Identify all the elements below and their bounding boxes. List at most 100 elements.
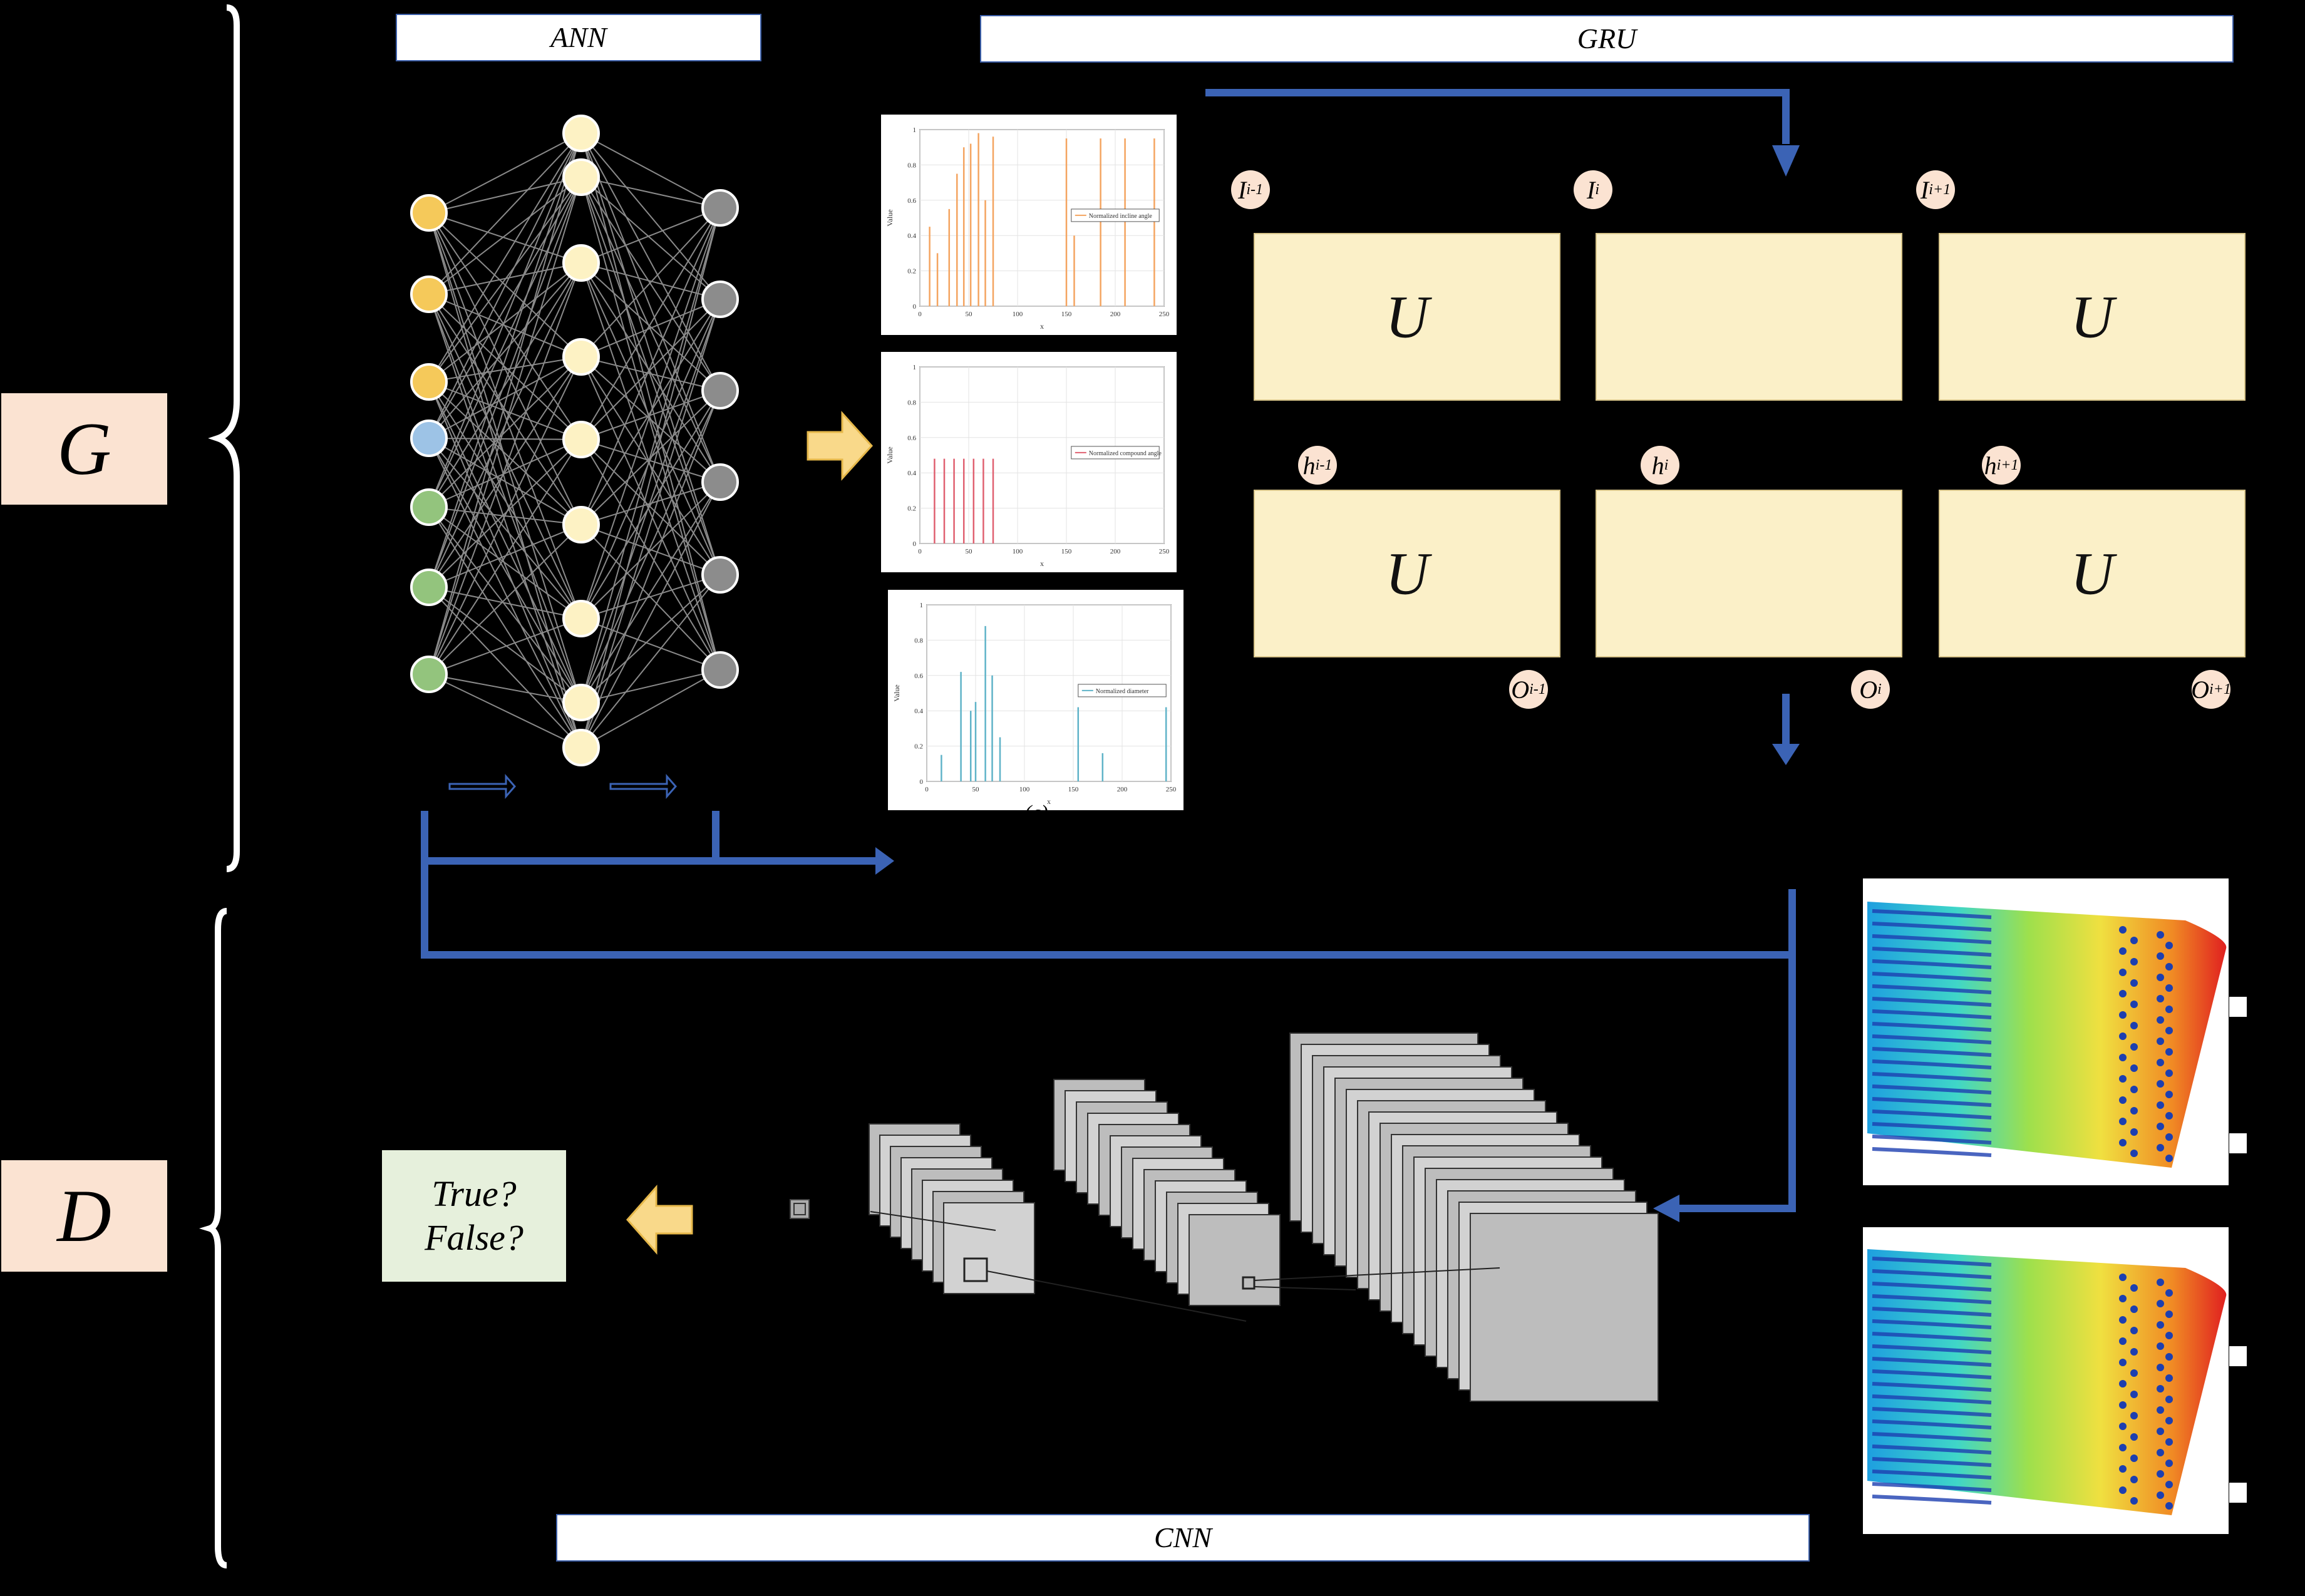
- unit-symbol: U: [1385, 540, 1429, 607]
- cooling-streak: [1872, 1009, 1992, 1019]
- ann-edge: [428, 177, 582, 508]
- cooling-streak: [1872, 1382, 1992, 1392]
- cooling-streak: [1872, 1294, 1992, 1304]
- cooling-hole: [2119, 1075, 2127, 1083]
- cooling-streak: [1872, 1282, 1992, 1292]
- ann-edge: [428, 381, 582, 703]
- ann-output-node: [701, 372, 739, 409]
- cooling-hole: [2130, 1476, 2138, 1483]
- unit-symbol: U: [2070, 540, 2114, 607]
- y-axis-label: Value: [885, 446, 894, 463]
- ann-hidden-node: [562, 600, 600, 637]
- cooling-hole: [2119, 990, 2127, 997]
- blade-contour-top: [1863, 878, 2247, 1185]
- ann-edge: [428, 618, 582, 675]
- generator-brace: [208, 4, 240, 872]
- label-sub: i+1: [2209, 681, 2231, 698]
- x-tick-label: 250: [1159, 311, 1170, 318]
- discriminator-box: D: [1, 1160, 167, 1272]
- cooling-hole: [2119, 1054, 2127, 1061]
- cooling-streak: [1872, 1407, 1992, 1417]
- ann-edge: [580, 262, 721, 300]
- cooling-hole: [2157, 1428, 2164, 1435]
- ann-edge: [580, 262, 721, 391]
- y-tick-label: 0.4: [914, 708, 923, 715]
- ann-output-node: [701, 556, 739, 594]
- x-tick-label: 100: [1013, 311, 1023, 318]
- kernel-window: [1242, 1276, 1256, 1290]
- cooling-hole: [2165, 1310, 2173, 1318]
- ann-input-node: [410, 363, 448, 401]
- ann-edge: [580, 439, 721, 575]
- y-tick-label: 0.8: [907, 399, 916, 406]
- cooling-streak: [1872, 1394, 1992, 1404]
- cooling-streak: [1872, 1059, 1992, 1069]
- ann-edge: [428, 294, 582, 748]
- y-tick-label: 0.8: [907, 162, 916, 169]
- cooling-hole: [2130, 1348, 2138, 1356]
- x-tick-label: 50: [966, 548, 973, 555]
- x-tick-label: 150: [1061, 311, 1072, 318]
- ann-connections: [428, 133, 721, 748]
- ann-edge: [428, 294, 582, 440]
- cooling-hole: [2130, 1454, 2138, 1462]
- ann-edge: [428, 356, 582, 588]
- x-tick-label: 250: [1159, 548, 1170, 555]
- ann-edge: [580, 207, 721, 619]
- cooling-hole: [2157, 952, 2164, 960]
- feature-map: [1470, 1213, 1659, 1402]
- ann-edge: [428, 133, 582, 383]
- ann-edge: [428, 177, 582, 588]
- ann-edge: [580, 207, 721, 264]
- cooling-hole: [2119, 1011, 2127, 1019]
- label-sub: i+1: [1996, 456, 2019, 473]
- cooling-streak: [1872, 1147, 1992, 1157]
- ann-edge: [580, 133, 721, 483]
- ann-edge: [580, 177, 721, 209]
- gru-title-box: GRU: [980, 15, 2234, 63]
- arrow-to-cnn: [1653, 1195, 1679, 1222]
- ann-edge: [428, 262, 582, 439]
- cooling-streak: [1872, 1072, 1992, 1082]
- cnn-feature-maps: [790, 1032, 1659, 1402]
- cooling-streak: [1872, 1457, 1992, 1467]
- arrow-to-gru: [1772, 145, 1800, 177]
- cooling-hole: [2119, 1359, 2127, 1366]
- cooling-streak: [1872, 1257, 1992, 1267]
- ann-hidden-node: [562, 729, 600, 766]
- ann-edge: [428, 133, 582, 439]
- x-tick-label: 150: [1068, 786, 1079, 793]
- cooling-streak: [1872, 1084, 1992, 1094]
- ann-edge: [428, 133, 582, 295]
- ann-hidden-node: [562, 684, 600, 721]
- legend-box: [1071, 209, 1160, 222]
- ann-edge: [428, 381, 582, 440]
- ann-edge: [428, 356, 582, 508]
- ann-edge: [580, 133, 721, 300]
- ann-edge: [428, 262, 582, 675]
- label-base: O: [2191, 675, 2210, 704]
- y-tick-label: 0: [913, 540, 917, 548]
- ann-hidden-node: [562, 158, 600, 196]
- ann-edge: [580, 207, 721, 358]
- cooling-hole: [2157, 974, 2164, 981]
- ann-title-box: ANN: [396, 14, 761, 61]
- cooling-streak: [1872, 1034, 1992, 1044]
- cooling-hole: [2165, 1048, 2173, 1056]
- y-tick-label: 0.8: [914, 637, 923, 644]
- ann-hidden-node: [562, 115, 600, 152]
- cooling-hole: [2165, 1353, 2173, 1361]
- cooling-hole: [2165, 1502, 2173, 1510]
- ann-edge: [428, 381, 582, 619]
- cooling-hole: [2157, 1300, 2164, 1307]
- ann-edge: [428, 133, 582, 214]
- gru-unit-prev-top: U: [1254, 233, 1560, 401]
- cooling-hole: [2165, 963, 2173, 970]
- ann-edge: [428, 294, 582, 525]
